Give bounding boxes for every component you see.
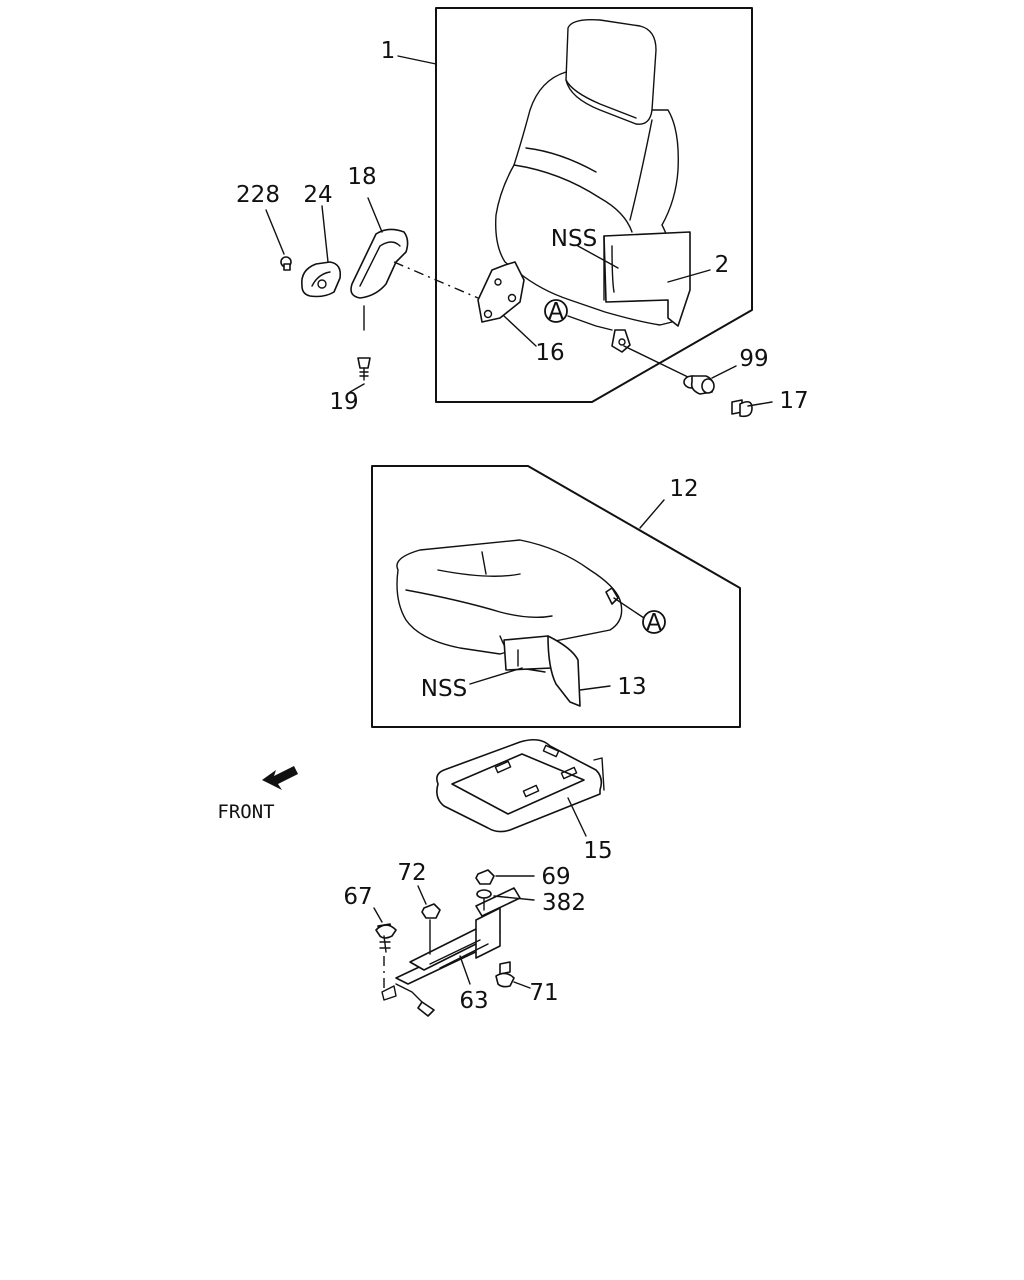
callout-nss-back: NSS bbox=[551, 226, 597, 252]
callout-382: 382 bbox=[542, 890, 586, 916]
washer-382 bbox=[476, 889, 492, 899]
callout-63: 63 bbox=[459, 988, 488, 1014]
nut-72 bbox=[421, 903, 441, 955]
callout-15: 15 bbox=[583, 838, 612, 864]
callout-99: 99 bbox=[739, 346, 768, 372]
seat-back-frame bbox=[435, 7, 753, 403]
callout-67: 67 bbox=[343, 884, 372, 910]
bushing-99 bbox=[683, 375, 715, 395]
reference-marker-a-upper-label: A bbox=[548, 299, 564, 325]
reference-marker-a-lower bbox=[642, 610, 666, 634]
callout-13: 13 bbox=[617, 674, 646, 700]
callout-71: 71 bbox=[529, 980, 558, 1006]
seat-adjuster-group bbox=[373, 869, 535, 1017]
front-label: FRONT bbox=[217, 801, 274, 823]
nut-69 bbox=[475, 869, 495, 885]
callout-17: 17 bbox=[779, 388, 808, 414]
side-flap bbox=[547, 635, 581, 707]
callout-19: 19 bbox=[329, 389, 358, 415]
callout-16: 16 bbox=[535, 340, 564, 366]
reference-marker-a-lower-label: A bbox=[646, 610, 662, 636]
callout-2: 2 bbox=[715, 252, 730, 278]
callout-1: 1 bbox=[381, 38, 396, 64]
seat-back-cushion bbox=[495, 71, 679, 326]
reference-marker-a-upper bbox=[544, 299, 568, 323]
bolt-17 bbox=[731, 399, 753, 418]
bolt-67 bbox=[375, 923, 397, 990]
recliner-bracket bbox=[477, 261, 525, 323]
callout-69: 69 bbox=[541, 864, 570, 890]
recliner-knob bbox=[300, 261, 342, 298]
seat-frame bbox=[436, 738, 605, 837]
rear-hinge-tab bbox=[611, 329, 631, 353]
side-cover-panel bbox=[603, 231, 691, 327]
seat-cushion bbox=[396, 539, 623, 655]
callout-nss-cushion: NSS bbox=[421, 676, 467, 702]
seat-cushion-group bbox=[371, 465, 741, 728]
clip-19 bbox=[357, 357, 371, 381]
screw-228 bbox=[280, 256, 292, 271]
callout-24: 24 bbox=[303, 182, 332, 208]
callout-72: 72 bbox=[397, 860, 426, 886]
bolt-71 bbox=[495, 961, 515, 988]
callout-228: 228 bbox=[236, 182, 280, 208]
seat-back-group bbox=[265, 7, 773, 418]
seat-cushion-frame bbox=[371, 465, 741, 728]
cushion-trim-panel bbox=[503, 635, 553, 671]
front-direction-arrow bbox=[262, 766, 298, 790]
callout-12: 12 bbox=[669, 476, 698, 502]
recliner-cover bbox=[350, 228, 409, 299]
callout-18: 18 bbox=[347, 164, 376, 190]
